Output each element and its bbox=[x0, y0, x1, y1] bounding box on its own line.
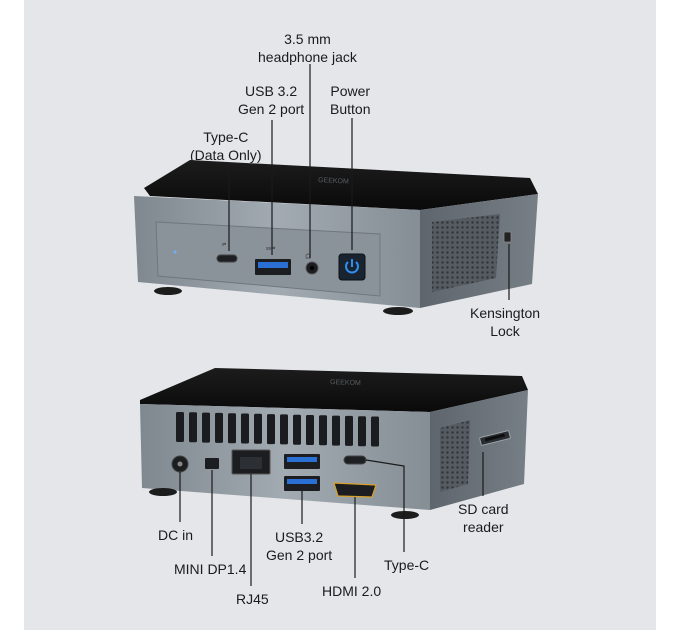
vent-fin bbox=[241, 413, 249, 444]
vent-fin bbox=[293, 414, 301, 445]
rear-view-unit: GEEKOM bbox=[140, 368, 528, 519]
vent-fin bbox=[228, 413, 236, 444]
vent-fin bbox=[319, 415, 327, 446]
usb-symbol: ss⇄ bbox=[266, 246, 275, 252]
front-unit-side-vent bbox=[432, 214, 500, 292]
label-usb-rear: USB3.2 Gen 2 port bbox=[266, 529, 333, 563]
vent-fin bbox=[280, 414, 288, 445]
kensington-lock-icon bbox=[503, 231, 512, 243]
vent-fin bbox=[371, 416, 379, 447]
sd-card-slot-icon bbox=[479, 430, 511, 446]
type-c-port-icon bbox=[343, 455, 367, 465]
label-type-c-rear: Type-C bbox=[384, 557, 430, 573]
rear-leader-lines bbox=[179, 452, 484, 586]
type-c-port-icon bbox=[216, 254, 238, 263]
front-unit-foot bbox=[154, 287, 182, 295]
front-unit-top bbox=[144, 160, 538, 210]
label-headphone-jack: 3.5 mm headphone jack bbox=[258, 31, 357, 65]
vent-fin bbox=[267, 414, 275, 445]
vent-fin bbox=[306, 415, 314, 445]
vent-fin bbox=[215, 412, 223, 443]
mini-dp-port-icon bbox=[205, 458, 219, 469]
label-dc-in: DC in bbox=[158, 527, 194, 543]
hdmi-port-icon bbox=[333, 482, 377, 498]
vent-fin bbox=[345, 415, 353, 446]
rear-unit-top bbox=[140, 368, 528, 412]
rear-unit-foot bbox=[149, 488, 177, 496]
front-view-unit: GEEKOM ⇌ ss⇄ 🎧 bbox=[134, 160, 538, 315]
audio-symbol: 🎧 bbox=[305, 253, 311, 260]
label-rj45: RJ45 bbox=[236, 591, 269, 607]
rear-vent-fins bbox=[176, 412, 379, 447]
front-unit-logo: GEEKOM bbox=[318, 177, 349, 186]
usb-a-port-tongue bbox=[287, 479, 317, 484]
label-kensington: Kensington Lock bbox=[470, 305, 541, 339]
type-c-symbol: ⇌ bbox=[222, 242, 226, 248]
label-usb-front: USB 3.2 Gen 2 port bbox=[238, 83, 305, 117]
dc-jack-pin bbox=[177, 461, 183, 467]
vent-fin bbox=[202, 412, 210, 443]
front-leader-lines bbox=[228, 64, 510, 300]
vent-fin bbox=[176, 412, 184, 442]
power-icon bbox=[345, 259, 359, 274]
label-power-button: Power Button bbox=[330, 83, 371, 117]
front-unit-foot bbox=[383, 307, 413, 315]
label-hdmi: HDMI 2.0 bbox=[322, 583, 382, 599]
vent-fin bbox=[332, 415, 340, 446]
ethernet-port-inner bbox=[240, 457, 262, 469]
label-mini-dp: MINI DP1.4 bbox=[174, 561, 247, 577]
status-led bbox=[173, 250, 177, 254]
label-sd-reader: SD card reader bbox=[458, 501, 509, 535]
rear-unit-logo: GEEKOM bbox=[330, 379, 361, 387]
usb-a-port-tongue bbox=[287, 457, 317, 462]
vent-fin bbox=[254, 413, 262, 444]
rear-unit-side-vent bbox=[440, 420, 470, 492]
audio-jack-hole bbox=[310, 266, 314, 270]
label-type-c-front: Type-C (Data Only) bbox=[190, 129, 262, 163]
rear-unit-foot bbox=[391, 511, 419, 519]
diagram-background bbox=[24, 0, 656, 630]
leader-type-c bbox=[365, 459, 405, 552]
usb-a-port-tongue bbox=[258, 262, 288, 268]
vent-fin bbox=[189, 412, 197, 443]
vent-fin bbox=[358, 416, 366, 447]
